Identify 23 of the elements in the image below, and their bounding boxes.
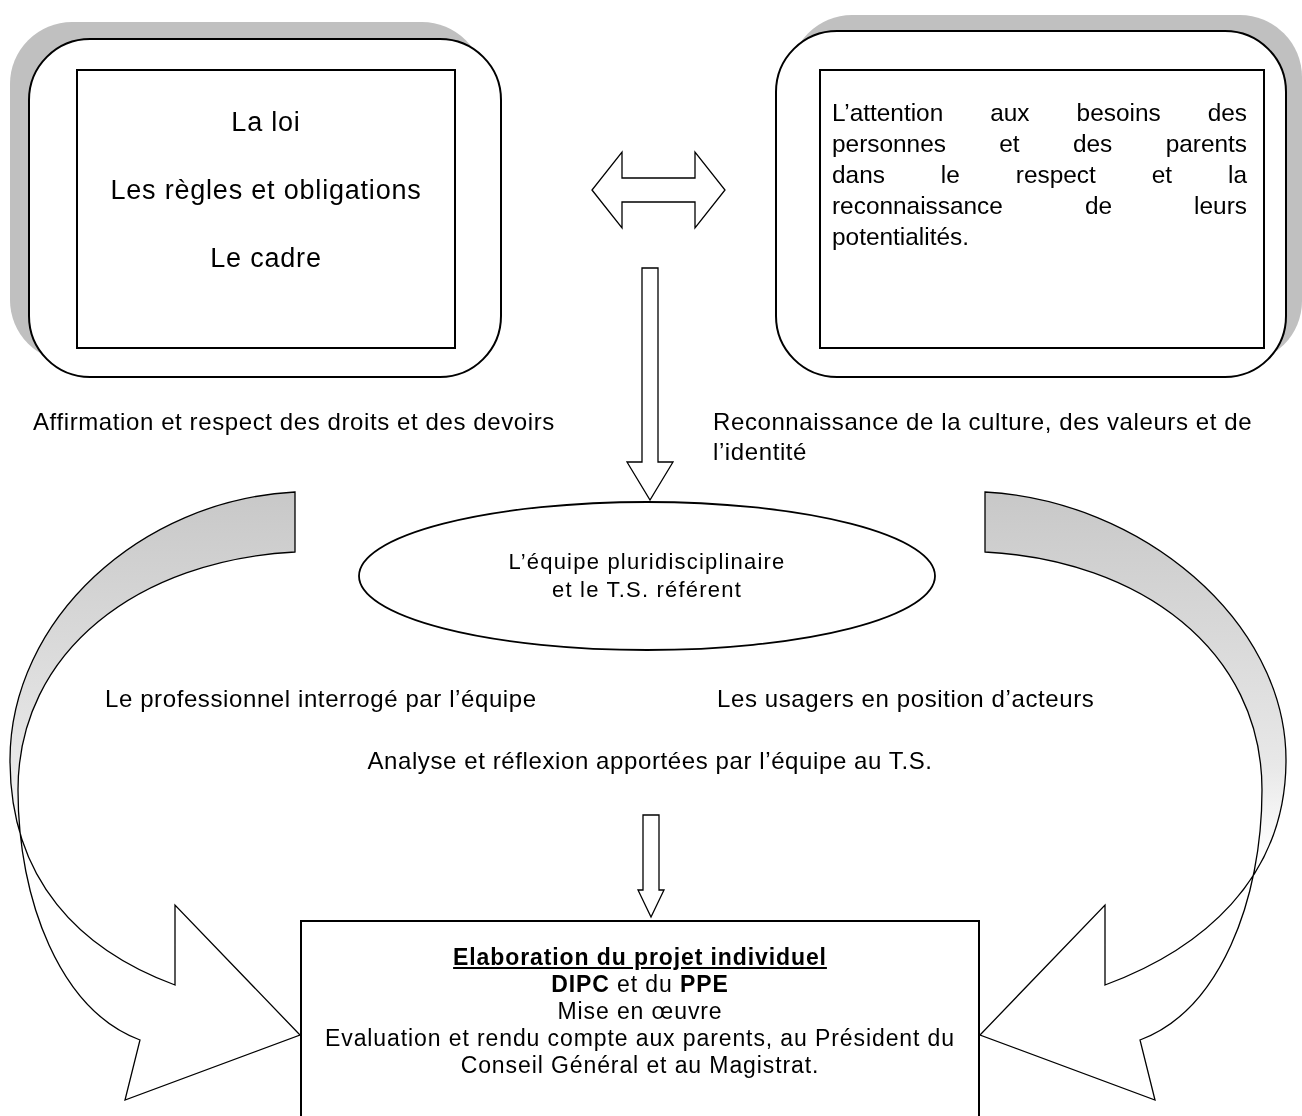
annotation-text: Le professionnel interrogé par l’équipe (105, 684, 538, 714)
annotation-text: Reconnaissance de la culture, des valeurs et de l’identité (713, 407, 1254, 467)
block-arrow (979, 491, 1287, 1101)
node-text: DIPC et du PPE (551, 971, 729, 998)
result-box (300, 920, 980, 1116)
node-text: L’attention aux besoins des personnes et des parents dans le respect et la reconnaissance de leurs potentialités. (832, 98, 1247, 252)
annotation-text: Analyse et réflexion apportées par l’équipe au T.S. (366, 746, 934, 776)
text-box (76, 69, 456, 349)
double-arrow (591, 150, 726, 230)
heading-text: Elaboration du projet individuel (453, 944, 827, 971)
ellipse-node (357, 500, 937, 652)
node-text: Mise en œuvre (557, 998, 723, 1025)
annotation-text: Affirmation et respect des droits et des devoirs (33, 407, 556, 437)
node-text: L’équipe pluridisciplinaire et le T.S. référent (507, 548, 787, 604)
block-arrow (9, 491, 301, 1101)
block-arrow (636, 814, 666, 919)
annotation-text: Les usagers en position d’acteurs (717, 684, 1096, 714)
node-text: Le cadre (210, 243, 322, 273)
node-text: Les règles et obligations (110, 175, 422, 205)
text-box (819, 69, 1265, 349)
node-text: La loi (231, 107, 301, 137)
block-arrow (625, 267, 675, 502)
node-text: Evaluation et rendu compte aux parents, au Président du Conseil Général et au Magistrat. (324, 1025, 956, 1079)
